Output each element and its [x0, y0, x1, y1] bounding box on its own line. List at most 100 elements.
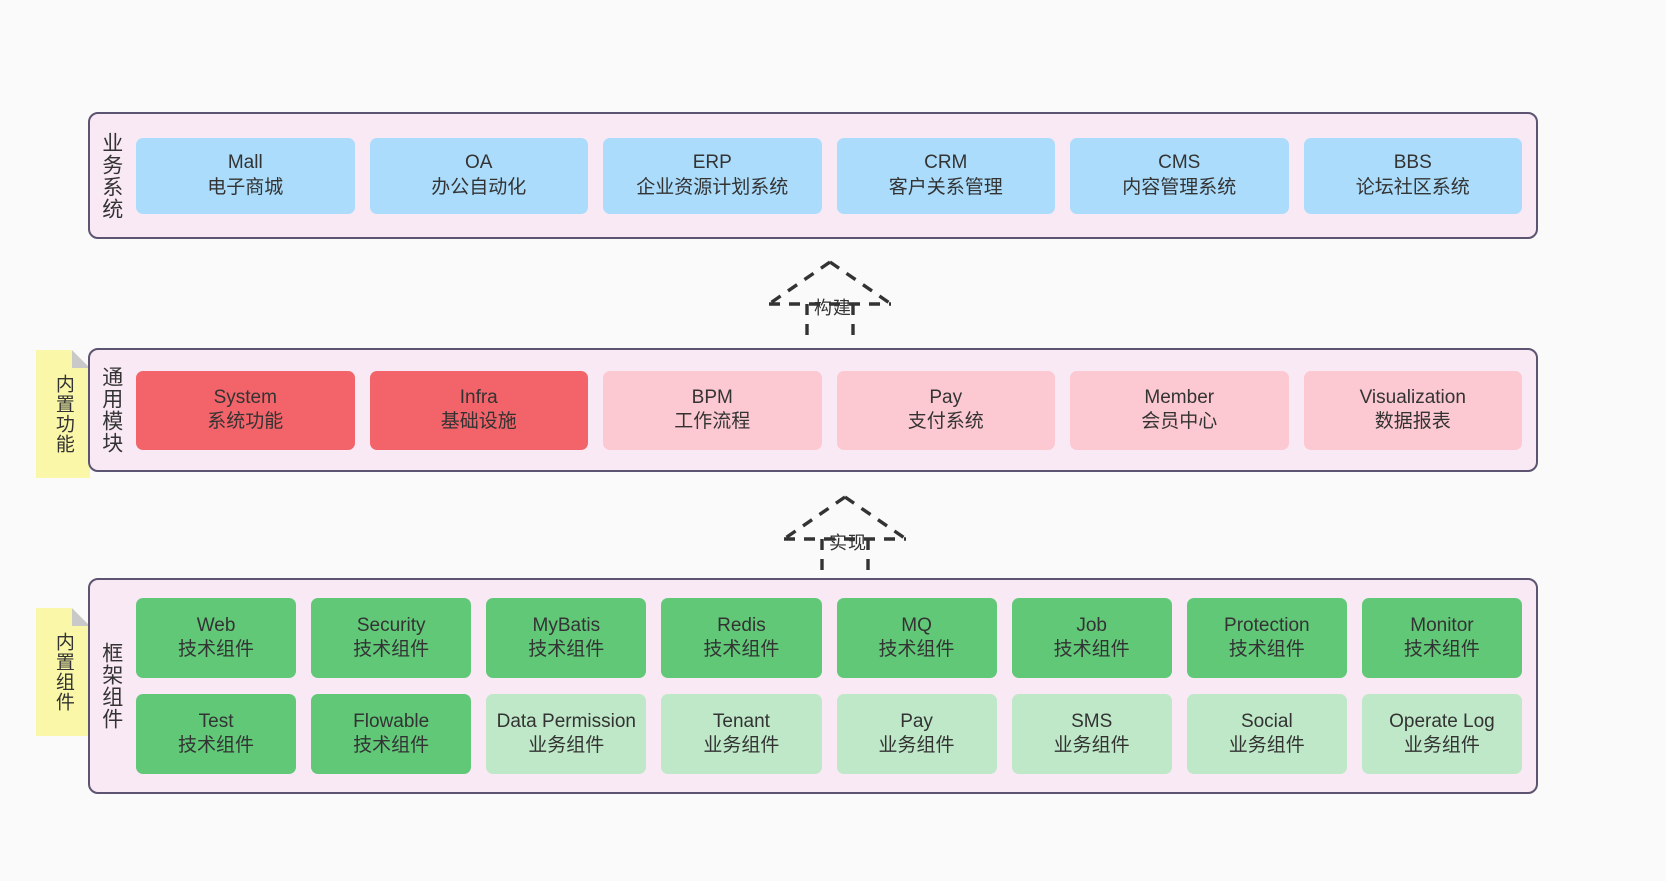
note-builtin-features: 内置功能	[36, 350, 90, 478]
card-title: Social	[1240, 710, 1293, 732]
card-framework-protection[interactable]: Protection 技术组件	[1186, 598, 1347, 678]
card-title: Visualization	[1359, 386, 1466, 408]
layer-title-common: 通用模块	[99, 366, 123, 454]
card-subtitle: 论坛社区系统	[1355, 176, 1470, 198]
card-title: CRM	[924, 152, 968, 174]
card-framework-sms[interactable]: SMS 业务组件	[1011, 694, 1172, 774]
card-subtitle: 企业资源计划系统	[636, 176, 789, 198]
card-subtitle: 业务组件	[528, 735, 605, 756]
card-subtitle: 技术组件	[703, 639, 780, 660]
layer-title-business: 业务系统	[99, 131, 123, 220]
arrow-head-right-impl	[844, 495, 907, 541]
card-title: Infra	[459, 386, 498, 408]
card-subtitle: 工作流程	[674, 411, 751, 432]
card-subtitle: 技术组件	[178, 735, 255, 756]
card-subtitle: 技术组件	[1403, 639, 1480, 660]
card-common-infra[interactable]: Infra 基础设施	[369, 370, 588, 450]
card-title: Flowable	[353, 710, 430, 732]
card-framework-social[interactable]: Social 业务组件	[1186, 694, 1347, 774]
card-title: MyBatis	[532, 614, 601, 636]
card-title: Test	[198, 710, 234, 732]
card-title: Protection	[1224, 614, 1310, 636]
note-builtin-components: 内置组件	[36, 608, 90, 736]
card-framework-data-permission[interactable]: Data Permission 业务组件	[486, 694, 647, 774]
card-title: Web	[196, 614, 236, 636]
arrow-implement-label: 实现	[829, 533, 867, 553]
card-subtitle: 会员中心	[1141, 411, 1218, 432]
card-framework-flowable[interactable]: Flowable 技术组件	[311, 694, 472, 774]
card-subtitle: 技术组件	[353, 639, 430, 660]
card-subtitle: 业务组件	[1053, 735, 1130, 756]
card-subtitle: 办公自动化	[431, 176, 527, 198]
card-title: Job	[1076, 614, 1107, 636]
card-subtitle: 系统功能	[207, 411, 284, 432]
card-title: Data Permission	[496, 710, 636, 732]
card-common-visualization[interactable]: Visualization 数据报表	[1303, 370, 1522, 450]
card-subtitle: 基础设施	[440, 411, 517, 432]
note-builtin-components-label: 内置组件	[52, 632, 74, 712]
card-framework-tenant[interactable]: Tenant 业务组件	[661, 694, 822, 774]
arrow-head-right-build	[829, 260, 892, 306]
card-framework-security[interactable]: Security 技术组件	[311, 598, 472, 678]
card-subtitle: 电子商城	[207, 176, 284, 198]
card-subtitle: 业务组件	[1228, 735, 1305, 756]
card-title: Security	[356, 614, 426, 636]
card-title: SMS	[1071, 710, 1113, 732]
card-subtitle: 内容管理系统	[1122, 176, 1237, 198]
card-subtitle: 技术组件	[1053, 639, 1130, 660]
card-subtitle: 技术组件	[1228, 639, 1305, 660]
card-subtitle: 支付系统	[907, 411, 984, 432]
card-title: Member	[1144, 386, 1215, 408]
note-builtin-features-label: 内置功能	[52, 374, 74, 454]
card-title: MQ	[901, 614, 932, 636]
card-common-system[interactable]: System 系统功能	[136, 370, 355, 450]
arrow-head-left-build	[768, 260, 831, 306]
card-framework-operate-log[interactable]: Operate Log 业务组件	[1361, 694, 1522, 774]
card-framework-test[interactable]: Test 技术组件	[136, 694, 297, 774]
card-title: ERP	[692, 152, 732, 174]
card-subtitle: 业务组件	[1403, 735, 1480, 756]
card-framework-job[interactable]: Job 技术组件	[1011, 598, 1172, 678]
card-title: Mall	[227, 152, 263, 174]
card-subtitle: 技术组件	[878, 639, 955, 660]
card-title: Redis	[717, 614, 766, 636]
card-title: CMS	[1158, 152, 1201, 174]
card-common-member[interactable]: Member 会员中心	[1070, 370, 1289, 450]
card-subtitle: 技术组件	[353, 735, 430, 756]
card-title: Tenant	[712, 710, 770, 732]
card-framework-pay[interactable]: Pay 业务组件	[836, 694, 997, 774]
card-title: OA	[465, 152, 493, 174]
card-subtitle: 数据报表	[1374, 411, 1451, 432]
card-subtitle: 业务组件	[878, 735, 955, 756]
card-title: Operate Log	[1389, 710, 1495, 732]
layer-title-framework: 框架组件	[99, 642, 123, 730]
card-framework-redis[interactable]: Redis 技术组件	[661, 598, 822, 678]
card-framework-mq[interactable]: MQ 技术组件	[836, 598, 997, 678]
arrow-head-left-impl	[783, 495, 846, 541]
card-title: System	[213, 386, 277, 408]
card-title: BBS	[1393, 152, 1432, 174]
card-subtitle: 业务组件	[703, 735, 780, 756]
card-title: Pay	[900, 710, 933, 732]
